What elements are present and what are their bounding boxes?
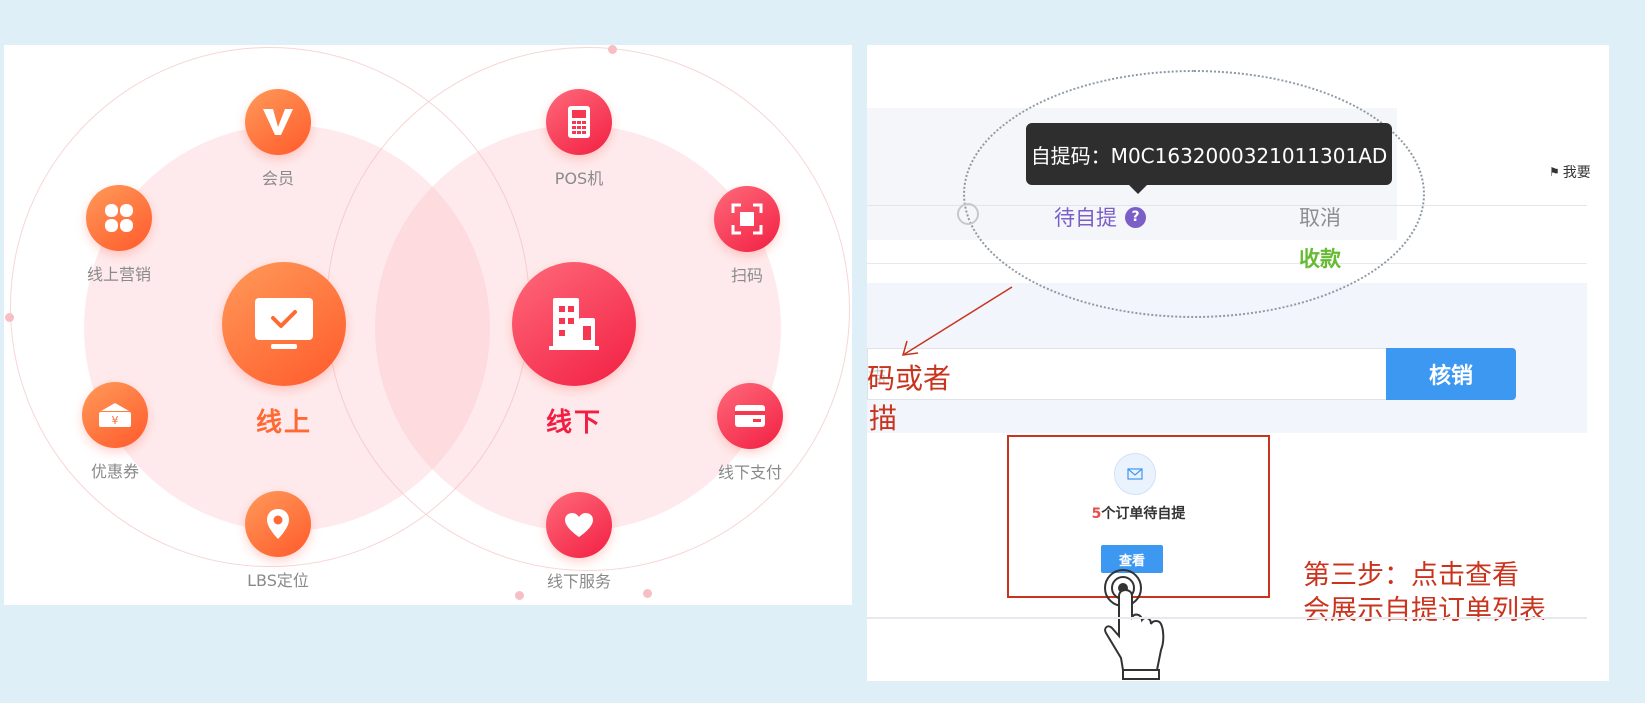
cancel-link[interactable]: 取消: [1299, 206, 1341, 230]
card-icon: [717, 383, 783, 449]
pending-orders-text: 5个订单待自提: [1009, 503, 1268, 523]
vip-v-icon: [245, 89, 311, 155]
step-three-line2: 会展示自提订单列表: [1303, 595, 1546, 626]
verify-input-placeholder: 描: [868, 367, 886, 388]
help-icon[interactable]: ?: [1125, 206, 1146, 228]
pending-count: 5: [1091, 506, 1102, 522]
bottom-divider: [867, 617, 1587, 619]
monitor-check-icon: [222, 262, 346, 386]
pickup-instruction-panel: 自提码：M0C1632000321011301AD 待自提 ? 取消 收款 ⚑ …: [867, 45, 1609, 681]
online-item-lbs[interactable]: LBS定位: [223, 491, 333, 591]
online-offline-diagram: 线上 线下 会员: [4, 45, 852, 605]
heart-icon: [546, 492, 612, 558]
tooltip-arrow: [1129, 185, 1147, 194]
status-pending-pickup: 待自提 ?: [1054, 202, 1146, 232]
offline-service-label: 线下服务: [546, 572, 611, 591]
pos-label: POS机: [554, 169, 604, 188]
step-three-line1: 第三步：点击查看: [1303, 560, 1519, 591]
mail-icon: [1114, 453, 1156, 495]
offline-label: 线下: [545, 408, 602, 438]
pending-label: 个订单待自提: [1101, 506, 1186, 522]
online-label: 线上: [255, 408, 312, 438]
verify-button[interactable]: 核销: [1386, 348, 1516, 400]
offline-item-service[interactable]: 线下服务: [524, 492, 634, 592]
highlight-ellipse: [963, 70, 1425, 318]
lbs-label: LBS定位: [247, 571, 309, 590]
offline-item-pos[interactable]: POS机: [529, 89, 629, 189]
online-item-coupon[interactable]: ¥ 优惠券: [60, 382, 170, 482]
online-item-member[interactable]: 会员: [228, 89, 328, 189]
coupon-label: 优惠券: [90, 462, 139, 481]
pickup-code-text: 自提码：M0C1632000321011301AD: [1030, 143, 1388, 168]
online-marketing-label: 线上营销: [86, 265, 151, 284]
offline-item-payment[interactable]: 线下支付: [695, 383, 805, 483]
partial-status-icon: [957, 203, 979, 225]
scan-label: 扫码: [730, 266, 763, 285]
pos-terminal-icon: [546, 89, 612, 155]
coupon-ticket-icon: ¥: [82, 382, 148, 448]
offline-payment-label: 线下支付: [717, 463, 782, 482]
location-pin-icon: [245, 491, 311, 557]
annotation-left-line2: 描: [869, 402, 898, 435]
view-button[interactable]: 查看: [1101, 545, 1163, 573]
status-label: 待自提: [1054, 206, 1117, 230]
svg-text:¥: ¥: [112, 414, 119, 427]
top-right-link[interactable]: ⚑ 我要: [1549, 162, 1591, 182]
building-icon: [512, 262, 636, 386]
collect-payment-link[interactable]: 收款: [1299, 247, 1341, 271]
ring-dot: [643, 589, 652, 598]
pointer-arrow: [901, 286, 1013, 356]
scan-frame-icon: [714, 186, 780, 252]
ring-dot: [515, 591, 524, 600]
ring-dot: [608, 45, 617, 54]
hand-pointer-icon: [1104, 569, 1165, 680]
ring-dot: [5, 313, 14, 322]
top-right-link-label: 我要: [1562, 165, 1591, 181]
flag-icon: ⚑: [1549, 165, 1560, 179]
clover-icon: [86, 185, 152, 251]
online-item-marketing[interactable]: 线上营销: [64, 185, 174, 285]
offline-item-scan[interactable]: 扫码: [697, 186, 797, 286]
verify-input[interactable]: 描: [867, 348, 1487, 400]
annotation-left-line1: 码或者: [867, 362, 952, 395]
member-label: 会员: [261, 169, 294, 188]
pickup-code-tooltip: 自提码：M0C1632000321011301AD: [1026, 123, 1392, 194]
online-hub: 线上: [210, 262, 358, 439]
offline-hub: 线下: [500, 262, 648, 439]
